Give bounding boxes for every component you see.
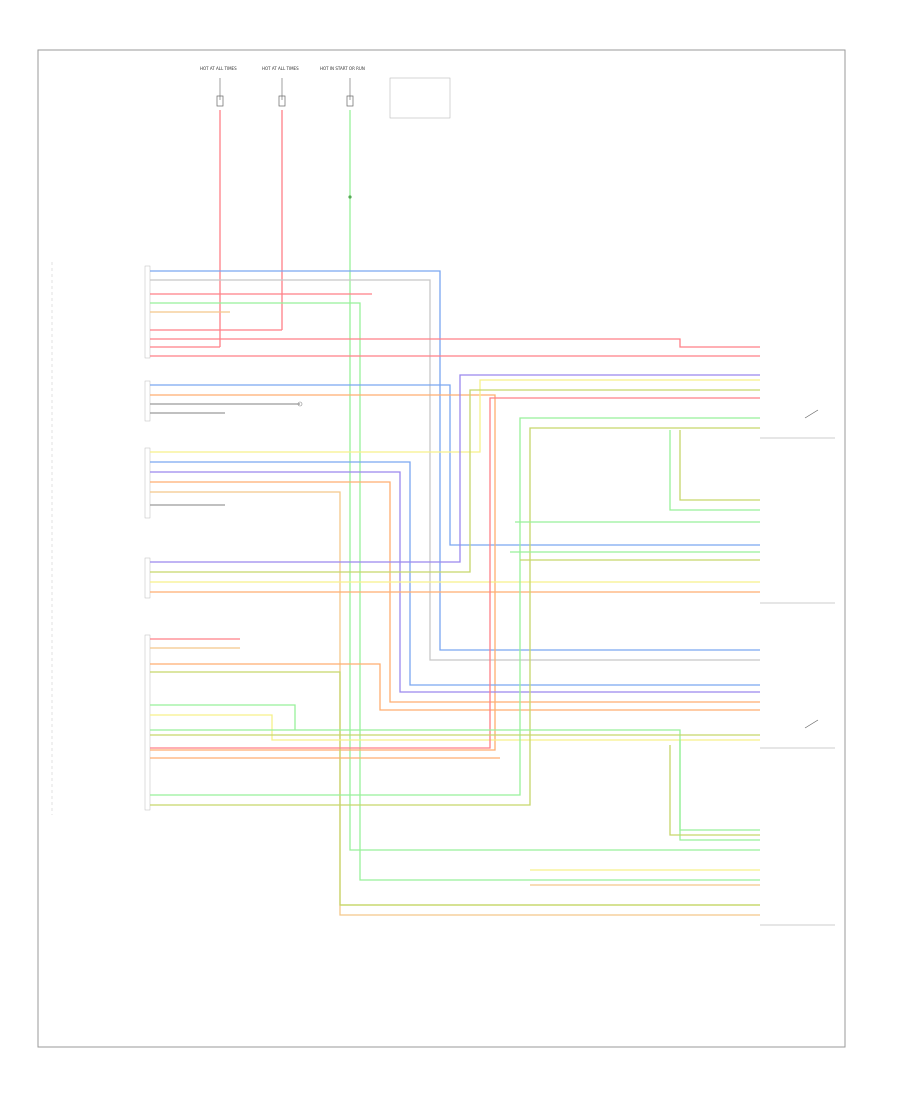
- splice-dot: [348, 195, 352, 199]
- feed-wires: [219, 110, 760, 851]
- wire-g5-green-3: [150, 729, 760, 841]
- wire-r-olive-1: [679, 430, 760, 501]
- fuse-c-icon: [346, 95, 354, 107]
- wire-g2-orange: [150, 394, 496, 751]
- wire-g1-blue: [150, 270, 760, 651]
- wires-group-4: [150, 374, 760, 593]
- wire-g5-orange: [150, 663, 760, 711]
- wires-group-2: [150, 384, 760, 751]
- wire-g5-red-2: [150, 397, 760, 749]
- right-wires: [340, 430, 760, 906]
- wire-g4-olive: [150, 389, 760, 573]
- wires-group-1: [150, 270, 760, 881]
- wire-g5-yellow: [150, 714, 760, 741]
- fuse-a-label: HOT AT ALL TIMES: [200, 66, 237, 71]
- left-heated-seat-switch-icon: [804, 409, 819, 419]
- wire-r-olive-4: [669, 745, 760, 836]
- wire-r-green-2: [669, 430, 760, 511]
- fuse-c-label: HOT IN START OR RUN: [320, 66, 365, 71]
- feed-green-c: [349, 110, 760, 851]
- wire-g3-blue: [150, 461, 760, 686]
- wires-group-5: [150, 397, 760, 906]
- fuse-b-label: HOT AT ALL TIMES: [262, 66, 299, 71]
- wire-r-green-4: [679, 740, 760, 831]
- module-group-1: [144, 265, 151, 359]
- diagram-frame: [37, 49, 846, 1048]
- wire-g5-olive-2: [150, 427, 760, 806]
- wire-g5-green-1: [150, 704, 296, 730]
- wire-g4-violet: [150, 374, 760, 563]
- wire-g3-yellow: [150, 379, 760, 453]
- fuse-group: HOT AT ALL TIMES HOT AT ALL TIMES HOT IN…: [200, 66, 451, 119]
- module-group-4: [144, 557, 151, 599]
- left-module: [51, 262, 151, 815]
- left-heated-seat: [760, 409, 835, 439]
- right-heated-seat-switch-icon: [804, 719, 819, 729]
- module-group-2: [144, 380, 151, 422]
- wire-g1-gray: [150, 279, 760, 661]
- wires-group-3: [150, 379, 760, 916]
- module-group-3: [144, 447, 151, 519]
- wire-g3-tan: [150, 491, 760, 916]
- right-components: [760, 409, 835, 926]
- ground-a: [297, 401, 303, 407]
- wire-g5-green-2: [150, 417, 760, 796]
- module-group-5: [144, 634, 151, 811]
- fuse-b-icon: [278, 95, 286, 107]
- fuse-a-icon: [216, 95, 224, 107]
- wire-g2-blue: [150, 384, 760, 546]
- right-heated-seat: [760, 719, 835, 749]
- wire-g1-red-3: [150, 338, 760, 348]
- power-dist-bracket: [389, 77, 451, 119]
